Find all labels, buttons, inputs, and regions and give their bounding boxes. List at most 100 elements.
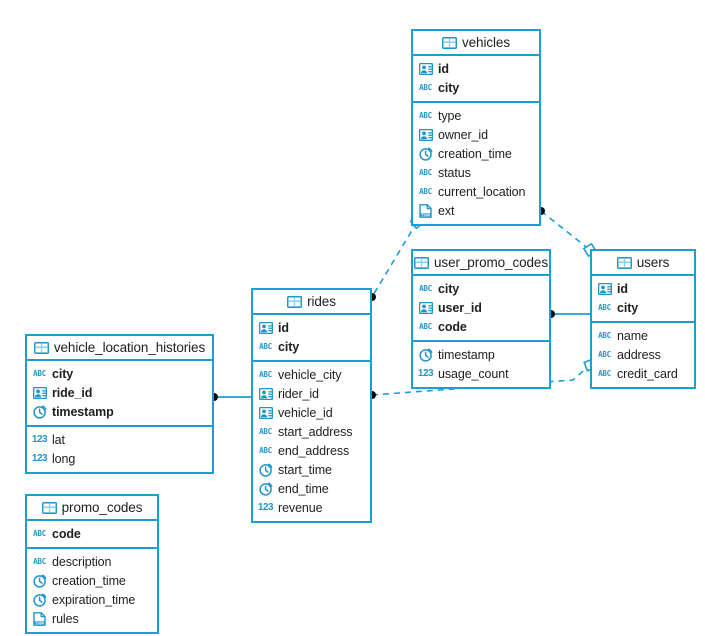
table-header-vehicles[interactable]: vehicles [413,31,539,56]
table-grid-icon [287,295,303,309]
field-label: address [617,347,661,362]
column-row[interactable]: 123 usage_count [413,364,549,383]
abc-text-icon: ABC [33,528,46,538]
column-row[interactable]: timestamp [413,345,549,364]
clock-icon [32,593,47,607]
column-row[interactable]: ABC credit_card [592,364,694,383]
clock-icon [258,463,273,477]
primary-key-row[interactable]: user_id [413,298,549,317]
relationship-rel-vlh-rides[interactable] [210,393,251,401]
field-label: id [438,61,449,76]
column-row[interactable]: expiration_time [27,590,157,609]
column-row[interactable]: vehicle_id [253,403,370,422]
json-document-icon: JSON [32,611,47,626]
abc-text-icon: ABC [419,283,432,293]
primary-key-row[interactable]: ABC city [592,298,694,317]
field-label: creation_time [52,573,126,588]
abc-text-icon: ABC [33,368,46,378]
person-card-icon [597,282,612,296]
columns-section: timestamp 123 usage_count [413,342,549,387]
field-label: start_address [278,424,353,439]
abc-text-icon: ABC [419,321,432,331]
field-label: credit_card [617,366,678,381]
column-row[interactable]: creation_time [27,571,157,590]
abc-text-icon: ABC [598,349,611,359]
primary-key-row[interactable]: ABC city [413,78,539,97]
123-number-icon: 123 [417,367,434,379]
table-title: promo_codes [61,500,143,515]
primary-key-row[interactable]: id [253,318,370,337]
field-label: ride_id [52,385,93,400]
field-label: ext [438,203,455,218]
field-label: usage_count [438,366,509,381]
table-title: user_promo_codes [434,255,548,270]
column-row[interactable]: end_time [253,479,370,498]
abc-text-icon: ABC [259,341,272,351]
column-row[interactable]: owner_id [413,125,539,144]
table-header-rides[interactable]: rides [253,290,370,315]
column-row[interactable]: JSON ext [413,201,539,220]
person-card-icon [32,386,47,400]
abc-text-icon: ABC [598,368,611,378]
column-row[interactable]: start_time [253,460,370,479]
field-label: vehicle_city [278,367,342,382]
svg-text:JSON: JSON [421,213,430,217]
person-card-icon [418,128,433,142]
abc-text-icon: ABC [419,186,432,196]
column-row[interactable]: ABC address [592,345,694,364]
field-label: city [617,300,639,315]
clock-icon [418,147,433,161]
abc-text-icon: ABC [33,556,46,566]
field-label: end_address [278,443,350,458]
person-card-icon [258,321,273,335]
table-header-users[interactable]: users [592,251,694,276]
table-header-promo_codes[interactable]: promo_codes [27,496,157,521]
primary-key-row[interactable]: id [413,59,539,78]
field-label: status [438,165,471,180]
relationship-rel-upc-users[interactable] [547,310,590,318]
abc-text-icon: ABC [419,82,432,92]
field-label: city [438,80,460,95]
abc-text-icon: ABC [598,330,611,340]
column-row[interactable]: creation_time [413,144,539,163]
primary-key-row[interactable]: timestamp [27,402,212,421]
table-header-vehicle_location_histories[interactable]: vehicle_location_histories [27,336,212,361]
primary-key-row[interactable]: id [592,279,694,298]
table-title: users [636,255,670,270]
column-row[interactable]: rider_id [253,384,370,403]
abc-text-icon: ABC [598,302,611,312]
table-title: vehicles [462,35,510,50]
primary-key-row[interactable]: ride_id [27,383,212,402]
field-label: start_time [278,462,332,477]
table-header-user_promo_codes[interactable]: user_promo_codes [413,251,549,276]
